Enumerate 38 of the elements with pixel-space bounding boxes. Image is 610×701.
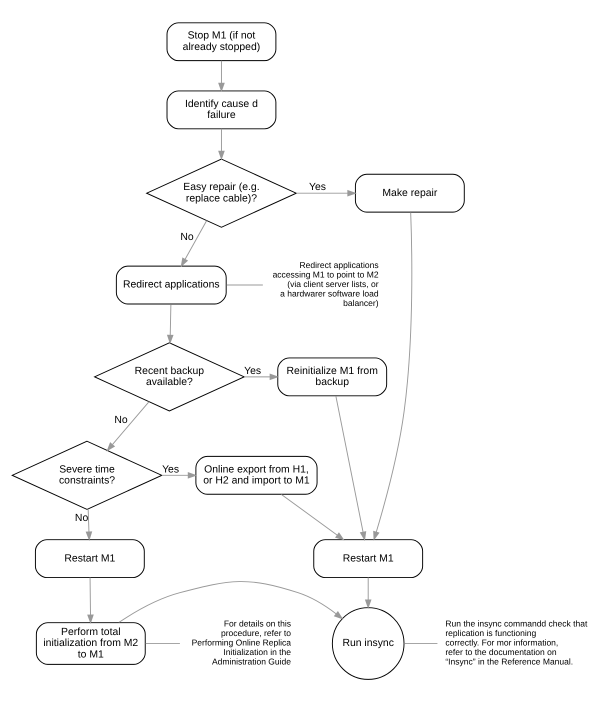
node-box: Identify cause d failure	[166, 90, 276, 129]
node-text: Run the insync commandd check that replication is functioning correctly. For mor information, refer to the documentation on “Insync” in the Reference Manual.	[445, 618, 588, 666]
arrow	[180, 220, 208, 267]
node-box: Restart M1	[34, 538, 145, 578]
connector	[226, 284, 264, 285]
node-box: Perform total initialization from M2 to M1	[36, 622, 146, 664]
node-box: Reinitialize M1 from backup	[277, 356, 388, 396]
edge-label: Yes	[309, 182, 326, 193]
arrow	[161, 472, 198, 478]
edge-label: Yes	[244, 365, 262, 376]
arrow	[335, 395, 366, 541]
arrow	[296, 189, 357, 196]
arrow	[218, 128, 225, 160]
arrow	[364, 576, 372, 608]
arrow	[280, 493, 345, 540]
node-diamond: Easy repair (e.g. replace cable)?	[146, 158, 298, 228]
node-box: Stop M1 (if not already stopped)	[166, 22, 276, 61]
arrow	[106, 400, 150, 452]
arrow	[86, 508, 92, 540]
node-box: Online export from H1, or H2 and import to M1	[195, 455, 318, 494]
arrow	[118, 580, 344, 622]
node-text: Redirect applications accessing M1 to point to M2 (via client server lists, or a hardwarer software load balancer)	[272, 260, 379, 308]
node-box: Make repair	[354, 173, 465, 212]
arrow	[244, 373, 280, 380]
arrow	[166, 303, 174, 344]
arrow	[373, 211, 412, 540]
arrow	[87, 576, 94, 624]
connector	[144, 642, 180, 644]
node-box: Redirect applications	[116, 265, 227, 304]
node-text: For details on this procedure, refer to Performing Online Replica Initialization in the Administration Guide	[192, 618, 292, 666]
edge-label: No	[114, 414, 128, 426]
edge-label: Yes	[162, 464, 180, 475]
arrow	[218, 60, 225, 92]
node-box: Restart M1	[313, 538, 424, 578]
edge-label: No	[180, 232, 194, 243]
node-diamond: Recent backup available?	[93, 342, 246, 411]
edge-label: No	[74, 512, 88, 524]
connector	[404, 642, 438, 644]
